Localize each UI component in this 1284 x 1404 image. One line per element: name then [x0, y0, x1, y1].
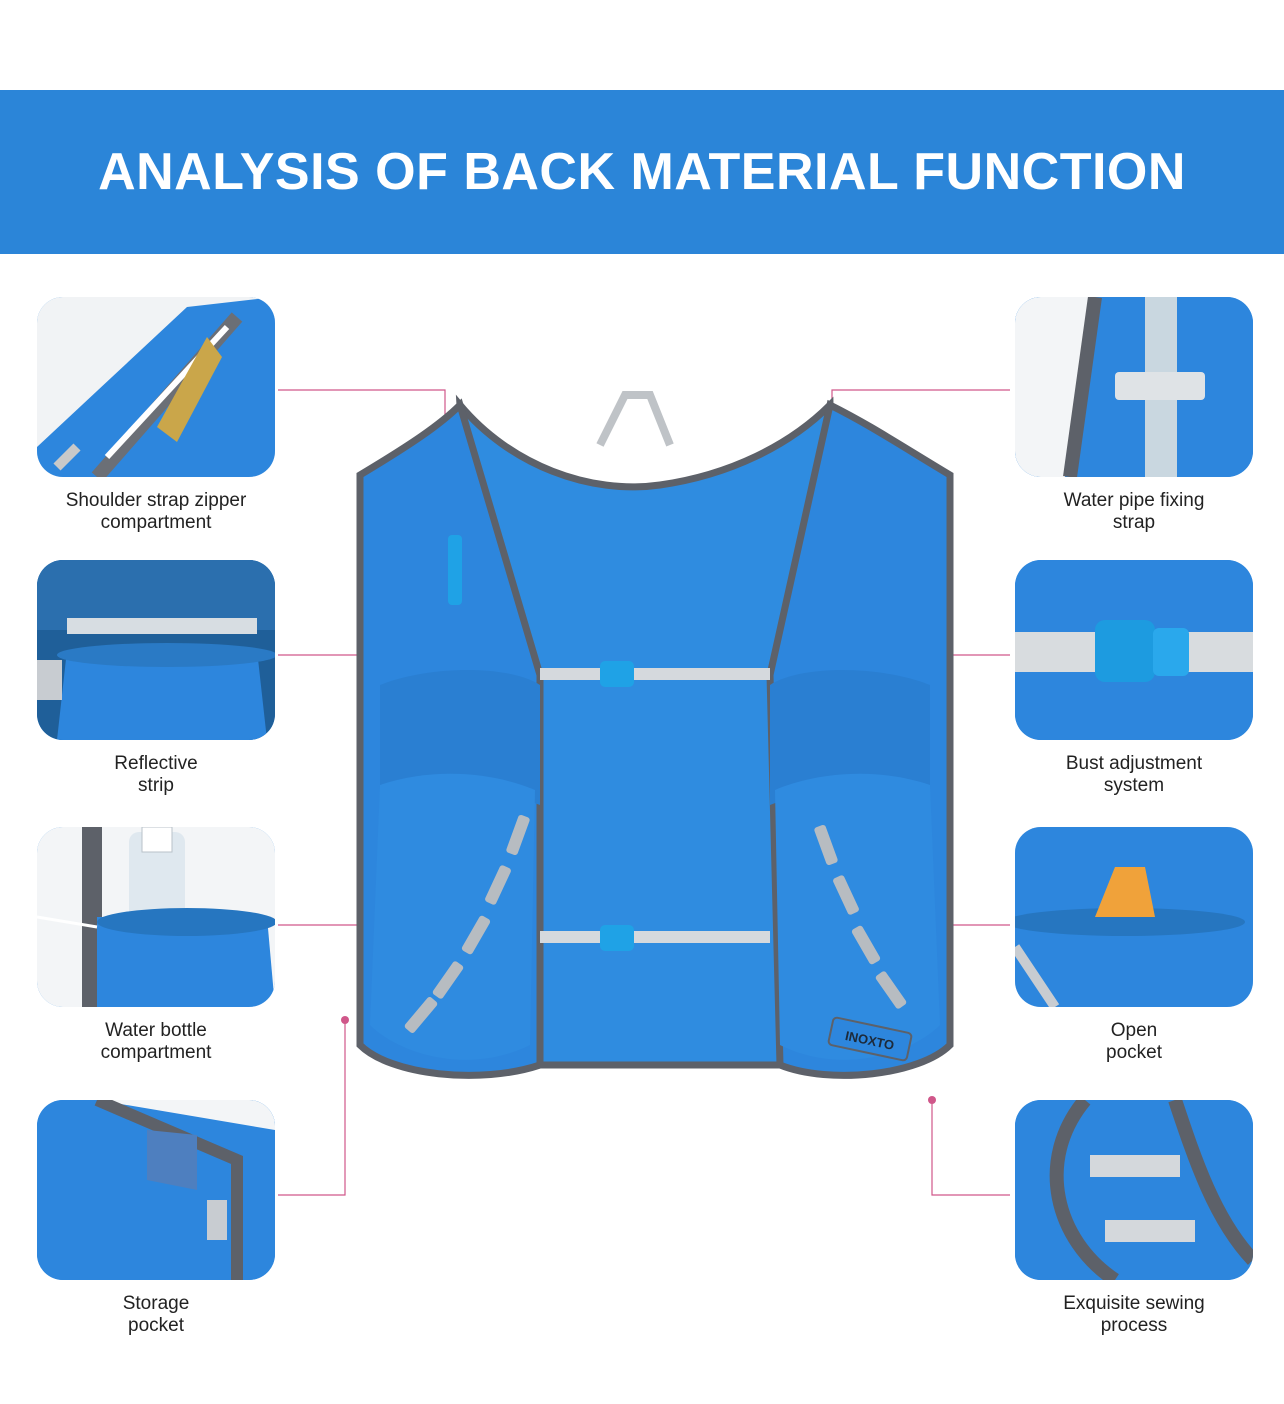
- brand-tag: [827, 1016, 913, 1062]
- label-open-pocket: Open pocket: [1106, 1020, 1162, 1063]
- sewing-edge-photo: [1015, 1100, 1253, 1280]
- storage-pocket-photo: [37, 1100, 275, 1280]
- shoulder-zipper-thumbnail: [37, 297, 275, 477]
- buckle-thumbnail: [1015, 560, 1253, 740]
- label-shoulder-strap-zipper: Shoulder strap zipper compartment: [65, 490, 247, 533]
- open-pocket-photo: [1015, 827, 1253, 1007]
- water-bottle-thumbnail: [37, 827, 275, 1007]
- page-title: ANALYSIS OF BACK MATERIAL FUNCTION: [98, 143, 1186, 201]
- label-storage-pocket: Storage pocket: [122, 1293, 190, 1336]
- label-water-bottle-compartment: Water bottle compartment: [100, 1020, 212, 1063]
- reflective-strip-thumbnail: [37, 560, 275, 740]
- sewing-edge-thumbnail: [1015, 1100, 1253, 1280]
- label-exquisite-sewing: Exquisite sewing process: [1063, 1293, 1205, 1336]
- label-bust-adjustment: Bust adjustment system: [1065, 753, 1203, 796]
- reflective-strip-photo: [37, 560, 275, 740]
- header-banner: ANALYSIS OF BACK MATERIAL FUNCTION: [0, 90, 1284, 254]
- hydration-vest-illustration: INOXTO: [356, 391, 954, 1079]
- label-reflective-strip: Reflective strip: [114, 753, 198, 796]
- label-water-pipe-strap: Water pipe fixing strap: [1063, 490, 1205, 533]
- open-pocket-thumbnail: [1015, 827, 1253, 1007]
- storage-pocket-thumbnail: [37, 1100, 275, 1280]
- buckle-photo: [1015, 560, 1253, 740]
- water-pipe-strap-thumbnail: [1015, 297, 1253, 477]
- water-bottle-photo: [37, 827, 275, 1007]
- shoulder-zipper-pocket-photo: [37, 297, 275, 477]
- water-pipe-strap-photo: [1015, 297, 1253, 477]
